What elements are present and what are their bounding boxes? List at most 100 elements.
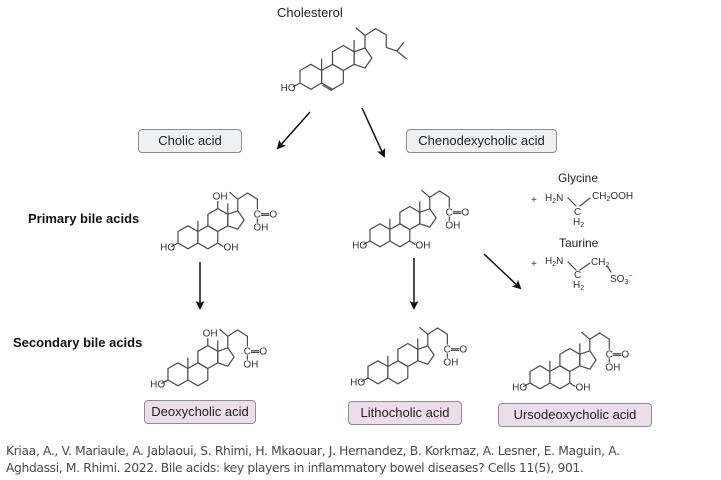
- carboxyl-hydroxyl: OH: [253, 222, 268, 233]
- side-chain-c20-c22: [429, 190, 441, 198]
- taurine-bridge-h2: H2: [573, 280, 584, 292]
- c12-hydroxyl: OH: [213, 191, 228, 202]
- deoxycholic-acid-label: Deoxycholic acid: [144, 400, 256, 424]
- lithocholic-acid-label: Lithocholic acid: [348, 401, 462, 425]
- taurine-structure: + H2N C H2 CH2 SO3−: [531, 256, 632, 292]
- ring-c: [397, 342, 419, 368]
- carboxyl-hydroxyl: OH: [243, 359, 258, 370]
- c3-oh-bond: [292, 82, 301, 88]
- side-chain-c22-c24: [437, 327, 448, 345]
- arrow-cholesterol-to-cholic: [276, 111, 311, 150]
- c12-hydroxyl: OH: [203, 328, 218, 339]
- c3-hydroxyl: HO: [150, 379, 165, 390]
- methyl-c21: [219, 328, 229, 337]
- c7-hydroxyl: OH: [416, 240, 431, 251]
- side-chain-c20-c22: [237, 192, 249, 200]
- ring-d: [417, 345, 435, 365]
- methyl-c21: [355, 27, 366, 37]
- chenodeoxycholic-acid-label: Chenodexycholic acid: [406, 129, 557, 153]
- ring-c: [207, 207, 229, 233]
- carboxyl-carbon: C: [446, 208, 453, 219]
- carbonyl-double-bond: [612, 353, 622, 356]
- side-chain-c20-c22: [227, 329, 239, 337]
- methyl-c21: [229, 191, 239, 200]
- c3-oh-bond: [363, 240, 371, 245]
- c3-hydroxyl: HO: [281, 83, 296, 94]
- carboxyl-hydroxyl: OH: [445, 220, 460, 231]
- isopropyl-end: [396, 41, 407, 60]
- citation-line-2: Aghdassi, M. Rhimi. 2022. Bile acids: ke…: [6, 461, 584, 475]
- glycine-label: Glycine: [558, 171, 599, 185]
- ring-c: [399, 205, 421, 231]
- c3-hydroxyl: HO: [350, 377, 365, 388]
- primary-row-label: Primary bile acids: [28, 211, 140, 226]
- ring-d: [419, 208, 437, 228]
- carbonyl-double-bond: [250, 350, 260, 353]
- taurine-amine: H2N: [545, 256, 563, 268]
- methyl-c21: [421, 189, 431, 198]
- side-chain-tail: [375, 28, 398, 52]
- carbonyl-double-bond: [260, 213, 270, 216]
- taurine-bridge: C: [574, 270, 581, 281]
- c3-oh-bond: [161, 379, 169, 384]
- ring-a: [299, 63, 323, 90]
- secondary-row-label: Secondary bile acids: [13, 335, 143, 350]
- glycine-carboxyl: CH2OOH: [592, 191, 633, 203]
- arrow-cholesterol-to-cdca: [361, 107, 386, 158]
- ring-c: [559, 347, 581, 373]
- citation: Kriaa, A., V. Mariaule, A. Jablaoui, S. …: [6, 443, 718, 477]
- carboxyl-carbon: C: [244, 347, 251, 358]
- side-chain-c22-c24: [247, 192, 258, 210]
- c3-hydroxyl: HO: [352, 240, 367, 251]
- cholic-acid-label: Cholic acid: [138, 129, 242, 153]
- glycine-bridge-h2: H2: [573, 217, 584, 229]
- carbonyl-oxygen: O: [269, 210, 277, 221]
- ring-a: [369, 223, 391, 248]
- c3-oh-bond: [171, 242, 179, 247]
- c3-hydroxyl: HO: [512, 382, 527, 393]
- carbonyl-oxygen: O: [459, 345, 467, 356]
- methyl-c21: [419, 326, 429, 335]
- ring-d: [227, 210, 245, 230]
- ring-a: [529, 365, 551, 390]
- carboxyl-hydroxyl: OH: [443, 357, 458, 368]
- ursodeoxycholic-acid-label: Ursodeoxycholic acid: [498, 403, 652, 427]
- side-chain-c20-c22: [364, 28, 377, 37]
- c3-oh-bond: [523, 382, 531, 387]
- c7-oh-bond: [409, 240, 416, 245]
- ring-a: [177, 225, 199, 250]
- carboxyl-hydroxyl: OH: [605, 362, 620, 373]
- c7-oh-bond: [569, 382, 576, 387]
- c3-oh-bond: [361, 377, 369, 382]
- carbonyl-double-bond: [450, 348, 460, 351]
- taurine-label: Taurine: [559, 236, 599, 250]
- taurine-plus: +: [531, 259, 537, 270]
- c7-hydroxyl: OH: [576, 382, 591, 393]
- arrow-cdca-to-ursodeoxycholic: [483, 253, 522, 290]
- taurine-ch2: CH2: [591, 257, 609, 269]
- glycine-plus: +: [531, 195, 537, 206]
- cholesterol-title: Cholesterol: [277, 5, 343, 20]
- carboxyl-carbon: C: [606, 350, 613, 361]
- carbonyl-double-bond: [452, 211, 462, 214]
- glycine-amine: H2N: [545, 193, 563, 205]
- carboxyl-carbon: C: [254, 210, 261, 221]
- glycine-bridge: C: [574, 207, 581, 218]
- c7-hydroxyl: OH: [224, 242, 239, 253]
- ring-d: [579, 350, 597, 370]
- methyl-c21: [581, 331, 591, 340]
- taurine-sulfonate: SO3−: [610, 273, 632, 286]
- carbonyl-oxygen: O: [461, 208, 469, 219]
- carbonyl-oxygen: O: [259, 347, 267, 358]
- cholesterol-structure: HO: [281, 27, 407, 94]
- glycine-structure: + H2N C H2 CH2OOH: [531, 191, 633, 229]
- side-chain-c22-c24: [439, 190, 450, 208]
- side-chain-c20-c22: [589, 332, 601, 340]
- c3-hydroxyl: HO: [160, 242, 175, 253]
